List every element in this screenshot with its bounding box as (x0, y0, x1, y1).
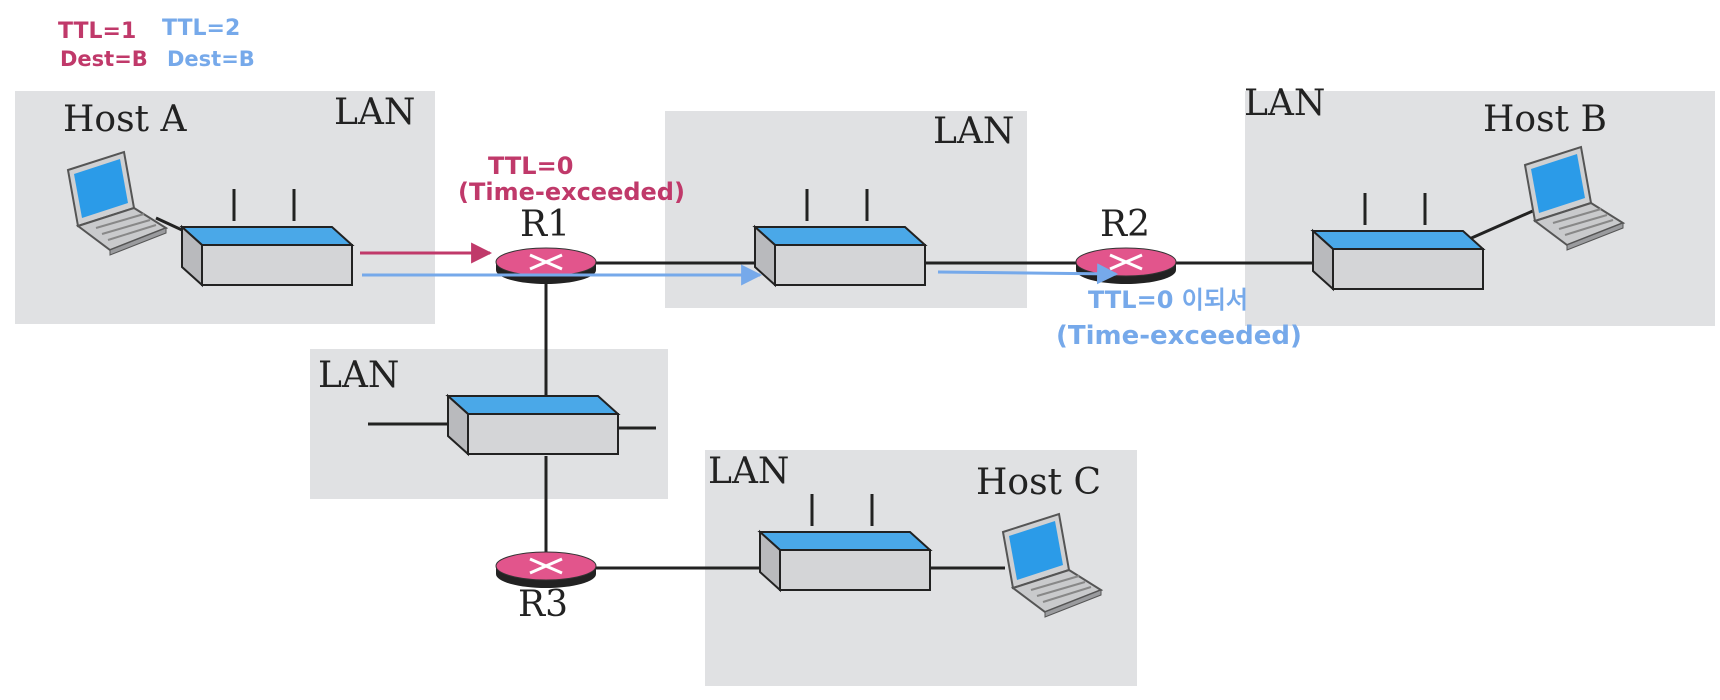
switch-icon-lan-left (447, 395, 619, 455)
lan-label-host-a: LAN (334, 92, 415, 133)
legend-blue-dest: Dest=B (167, 47, 255, 71)
host-label-c: Host C (976, 462, 1101, 503)
r1-ttl-note: TTL=0 (488, 152, 573, 180)
router-label-r3: R3 (518, 584, 568, 625)
host-label-a: Host A (63, 99, 187, 140)
lan-area-host-b (1245, 91, 1715, 326)
lan-label-host-c: LAN (708, 451, 789, 492)
lan-label-left: LAN (318, 355, 399, 396)
router-icon-r3 (494, 550, 598, 590)
router-icon-r1 (494, 246, 598, 286)
legend-red-ttl: TTL=1 (58, 19, 136, 44)
blue-packet-arrow-2 (937, 263, 1119, 285)
r2-ttl-note: TTL=0 이되서 (1088, 286, 1248, 314)
host-label-b: Host B (1483, 99, 1607, 140)
router-icon-r2 (1074, 246, 1178, 286)
legend-blue-ttl: TTL=2 (162, 16, 240, 41)
lan-label-host-b: LAN (1244, 83, 1325, 124)
lan-label-middle: LAN (933, 111, 1014, 152)
legend-red-dest: Dest=B (60, 47, 148, 71)
r2-time-exceeded-note: (Time-exceeded) (1056, 321, 1302, 351)
router-label-r2: R2 (1100, 204, 1150, 245)
router-label-r1: R1 (520, 204, 570, 245)
r1-time-exceeded-note: (Time-exceeded) (458, 178, 685, 206)
